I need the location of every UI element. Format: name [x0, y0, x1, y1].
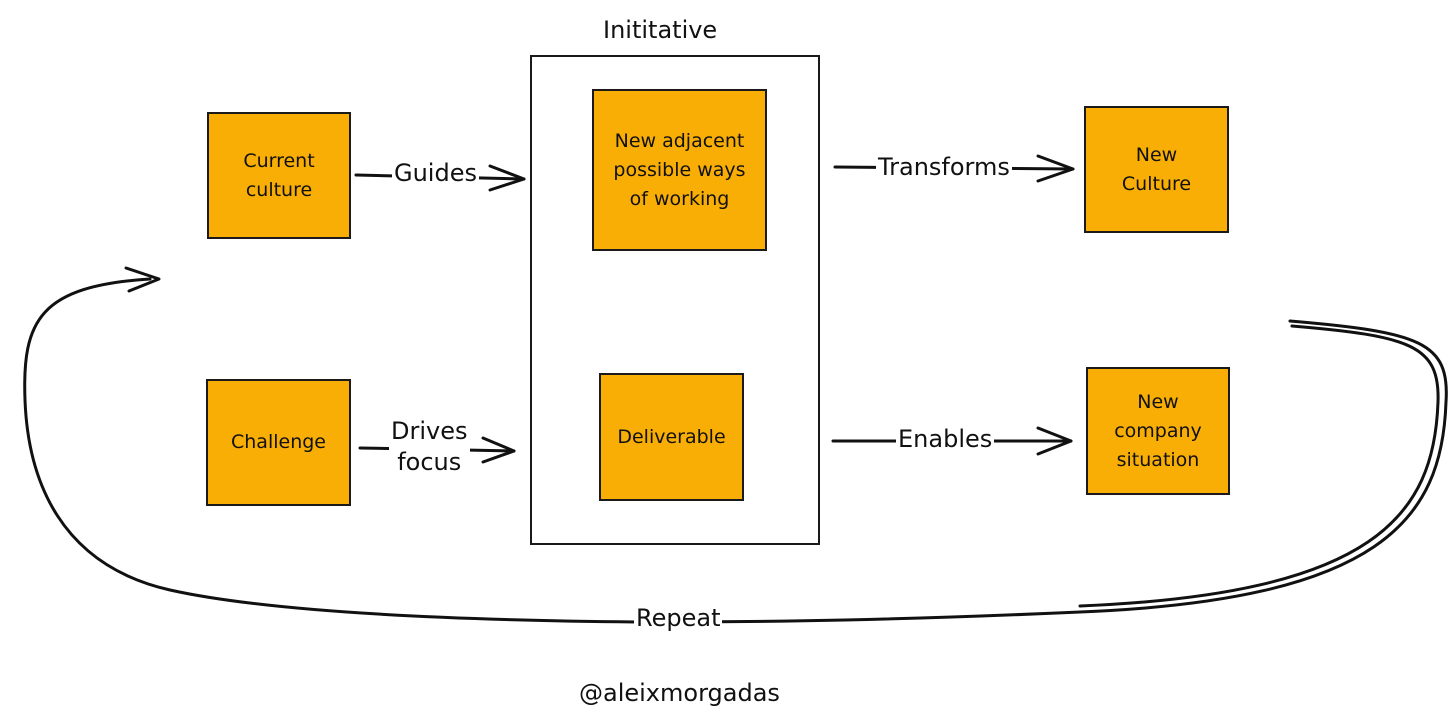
new-company-situation-box: New company situation [1086, 367, 1230, 495]
enables-label: Enables [896, 424, 995, 454]
initiative-title: Inititative [603, 16, 718, 44]
repeat-loop-inner-stroke [1078, 324, 1440, 608]
guides-label: Guides [392, 158, 479, 188]
repeat-label: Repeat [634, 603, 723, 633]
drives-focus-label: Drives focus [389, 416, 470, 478]
transforms-label: Transforms [876, 152, 1012, 182]
guides-arrowhead [488, 164, 526, 192]
new-ways-of-working-box: New adjacent possible ways of working [592, 89, 767, 251]
challenge-box: Challenge [206, 379, 351, 506]
repeat-loop-arrowhead [124, 266, 161, 293]
current-culture-box: Current culture [207, 112, 351, 239]
drives-focus-arrowhead [481, 436, 516, 464]
author-credit: @aleixmorgadas [579, 679, 780, 707]
new-culture-box: New Culture [1084, 106, 1229, 233]
deliverable-box: Deliverable [599, 373, 744, 501]
enables-arrowhead [1036, 426, 1073, 456]
initiative-container [530, 55, 820, 545]
transforms-arrowhead [1036, 154, 1075, 183]
